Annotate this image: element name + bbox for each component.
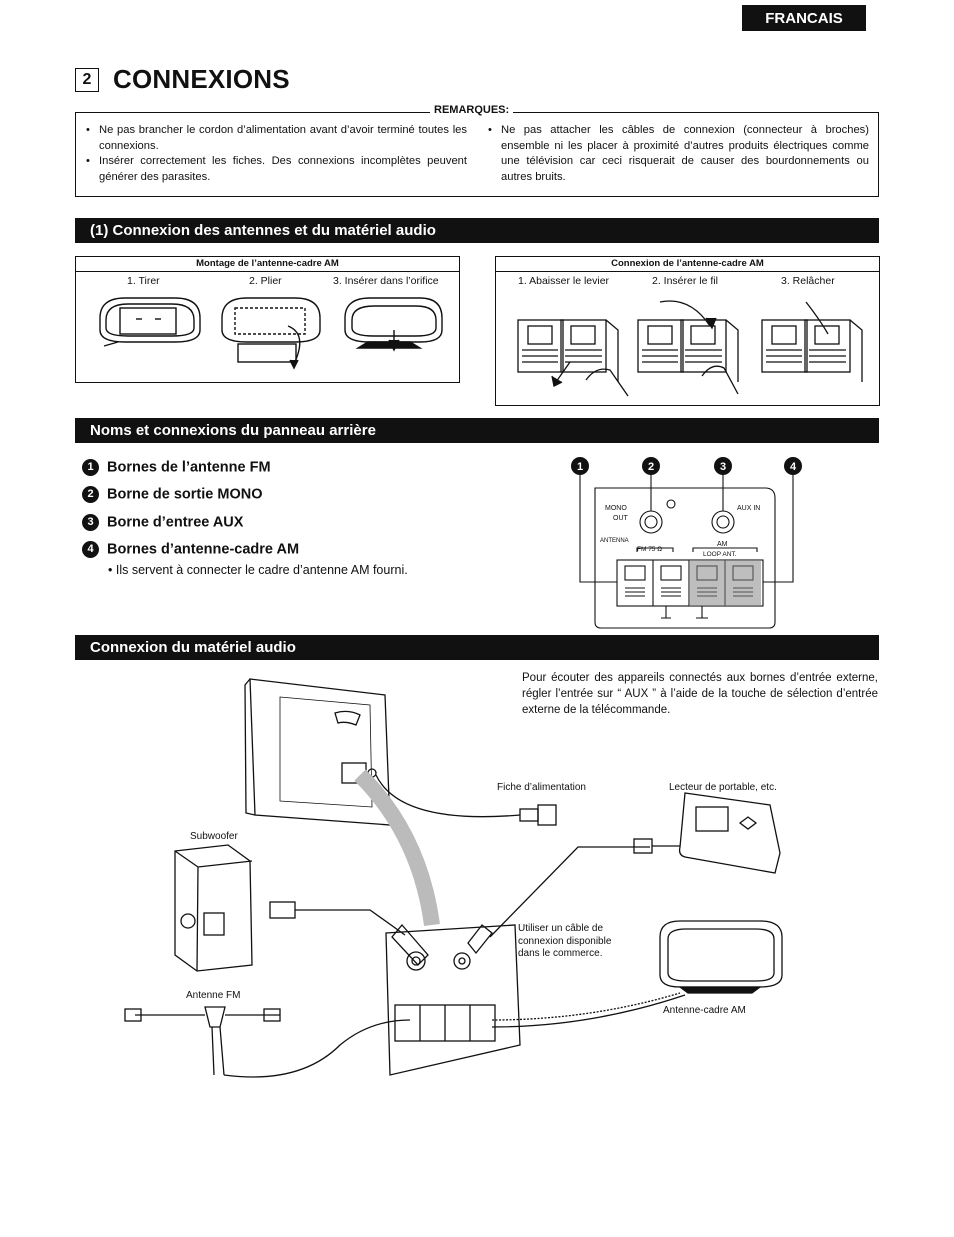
label-power-plug: Fiche d’alimentation — [497, 782, 586, 793]
callout-3: 3 — [720, 461, 726, 473]
label-cable-note: Utiliser un câble de connexion disponibl… — [518, 923, 612, 959]
item-label: Bornes d’antenne-cadre AM — [107, 541, 300, 558]
step-label: 1. Abaisser le levier — [518, 275, 610, 287]
label-am-antenna: Antenne-cadre AM — [663, 1005, 746, 1016]
step-label: 1. Tirer — [127, 275, 160, 287]
panel-label-aux-in: AUX IN — [737, 505, 760, 512]
panel-label-antenna: ANTENNA — [600, 538, 629, 544]
panel-label-fm: FM 75 Ω — [637, 546, 662, 553]
item-note-text: Ils servent à connecter le cadre d’anten… — [115, 563, 408, 577]
language-tab: FRANCAIS — [742, 5, 866, 31]
note-item: Ne pas brancher le cordon d’alimentation… — [86, 123, 467, 154]
rear-item-am-loop: 4 Bornes d’antenne-cadre AM — [82, 541, 299, 558]
rear-item-aux-in: 3 Borne d’entree AUX — [82, 514, 243, 531]
figure-am-loop-connection: Connexion de l’antenne-cadre AM — [495, 256, 880, 406]
number-badge: 1 — [82, 459, 99, 476]
section-heading-audio: Connexion du matériel audio — [75, 635, 879, 660]
panel-label-mono: MONO — [605, 505, 627, 512]
panel-label-am: AM — [717, 541, 728, 548]
page-title: CONNEXIONS — [113, 64, 290, 94]
number-badge: 4 — [82, 541, 99, 558]
figure-am-loop-assembly: Montage de l’antenne-cadre AM — [75, 256, 460, 383]
item-label: Bornes de l’antenne FM — [107, 459, 271, 476]
audio-description: Pour écouter des appareils connectés aux… — [522, 672, 878, 716]
step-label: 2. Insérer le fil — [652, 275, 718, 287]
am-terminal-illustration — [517, 300, 863, 397]
figure-title: Montage de l’antenne-cadre AM — [76, 257, 459, 272]
note-item: Ne pas attacher les câbles de connexion … — [488, 123, 869, 185]
label-portable-player: Lecteur de portable, etc. — [669, 782, 777, 793]
notes-title: REMARQUES: — [430, 104, 514, 116]
rear-item-mono-out: 2 Borne de sortie MONO — [82, 486, 263, 503]
step-label: 3. Insérer dans l’orifice — [333, 275, 439, 287]
notes-right-column: Ne pas attacher les câbles de connexion … — [488, 123, 869, 185]
label-fm-antenna: Antenne FM — [186, 990, 241, 1001]
number-badge: 2 — [82, 486, 99, 503]
rear-panel-diagram: 1 2 3 4 MONO OUT AUX IN ANTENNA FM 75 Ω … — [571, 457, 802, 629]
am-loop-assembly-illustration — [99, 297, 443, 370]
label-subwoofer: Subwoofer — [190, 831, 238, 842]
note-item: Insérer correctement les fiches. Des con… — [86, 154, 467, 185]
figure-title: Connexion de l’antenne-cadre AM — [496, 257, 879, 272]
callout-1: 1 — [577, 461, 583, 473]
am-terminal-shade — [689, 560, 761, 606]
notes-left-column: Ne pas brancher le cordon d’alimentation… — [86, 123, 467, 185]
section-heading-rear-panel: Noms et connexions du panneau arrière — [75, 418, 879, 443]
section-heading-antennas: (1) Connexion des antennes et du matérie… — [75, 218, 879, 243]
number-badge: 3 — [82, 514, 99, 531]
audio-connection-illustration — [124, 678, 783, 1078]
item-label: Borne d’entree AUX — [107, 514, 244, 531]
step-label: 3. Relâcher — [781, 275, 835, 287]
item-label: Borne de sortie MONO — [107, 486, 263, 503]
section-number: 2 — [75, 68, 99, 92]
step-label: 2. Plier — [249, 275, 282, 287]
panel-label-loop: LOOP ANT. — [703, 551, 737, 558]
rear-item-fm-antenna: 1 Bornes de l’antenne FM — [82, 459, 271, 476]
panel-label-out: OUT — [613, 515, 629, 522]
rear-item-note: • Ils servent à connecter le cadre d’ant… — [108, 563, 408, 577]
callout-2: 2 — [648, 461, 654, 473]
callout-4: 4 — [790, 461, 797, 473]
